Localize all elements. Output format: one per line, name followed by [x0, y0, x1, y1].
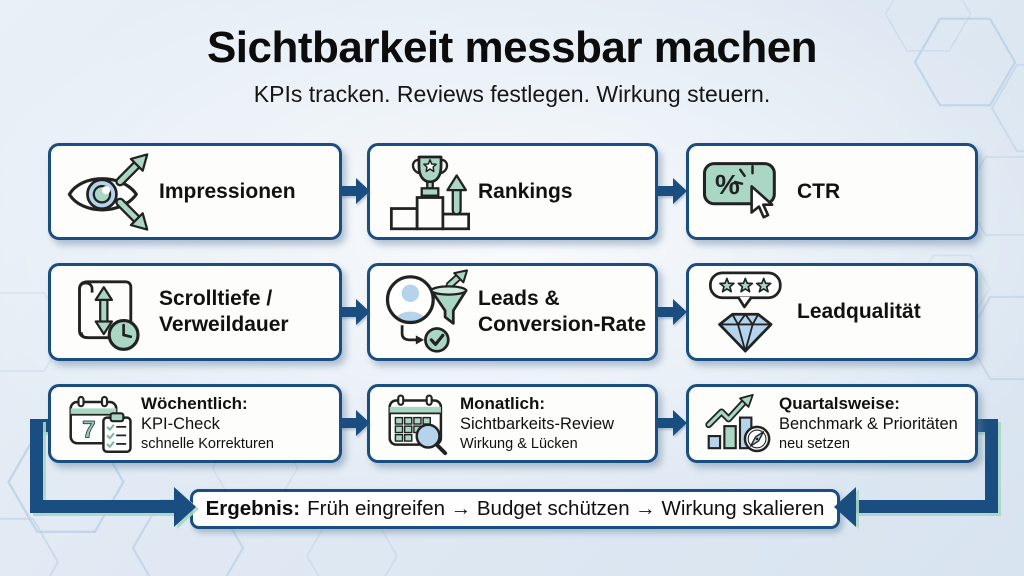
- kpi-box-leadqualitaet: Leadqualität: [686, 263, 978, 361]
- kpi-box-impressionen: Impressionen: [48, 143, 342, 240]
- result-entry-arrow-right-icon: [834, 487, 856, 527]
- flow-arrow-right-icon: [340, 178, 370, 204]
- svg-text:7: 7: [82, 416, 95, 443]
- kpi-label: Leadqualität: [797, 299, 921, 325]
- flow-arrow-right-icon: [657, 299, 687, 325]
- trophy-podium-icon: [382, 149, 478, 235]
- review-label: Wöchentlich: KPI-Check schnelle Korrektu…: [141, 393, 274, 454]
- kpi-label-line: Leads &: [478, 287, 560, 311]
- result-box: Ergebnis: Früh eingreifen → Budget schüt…: [190, 489, 840, 529]
- connector-left-vertical: [30, 419, 43, 513]
- result-text: Früh eingreifen → Budget schützen → Wirk…: [307, 497, 825, 520]
- calendar-magnifier-icon: [382, 392, 460, 456]
- kpi-label: Rankings: [478, 179, 573, 205]
- kpi-label: Scrolltiefe / Verweildauer: [159, 286, 289, 337]
- page-subtitle: KPIs tracken. Reviews festlegen. Wirkung…: [253, 81, 771, 108]
- ctr-click-icon: %: [701, 152, 797, 232]
- kpi-box-rankings: Rankings: [367, 143, 658, 240]
- kpi-label-line: Conversion-Rate: [478, 313, 647, 336]
- kpi-label-line: CTR: [797, 179, 841, 203]
- review-line: Benchmark & Prioritäten: [779, 415, 958, 434]
- review-heading: Wöchentlich:: [141, 394, 248, 414]
- review-line: schnelle Korrekturen: [141, 436, 274, 453]
- kpi-label-line: Impressionen: [159, 179, 296, 203]
- flow-arrow-right-icon: [657, 178, 687, 204]
- kpi-label: Impressionen: [159, 179, 296, 205]
- review-label: Monatlich: Sichtbarkeits-Review Wirkung …: [460, 393, 614, 454]
- connector-left-horizontal: [30, 500, 177, 513]
- chart-compass-icon: [701, 392, 779, 456]
- review-line: Sichtbarkeits-Review: [460, 415, 615, 434]
- connector-right-vertical: [985, 419, 998, 513]
- review-heading: Quartalsweise:: [779, 394, 900, 414]
- flow-arrow-right-icon: [657, 410, 687, 436]
- kpi-label-line: Rankings: [478, 179, 573, 203]
- flow-arrow-right-icon: [340, 299, 370, 325]
- calendar-week-icon: 7: [63, 392, 141, 456]
- kpi-box-ctr: % CTR: [686, 143, 978, 240]
- flow-arrow-right-icon: [340, 410, 370, 436]
- svg-text:%: %: [715, 169, 740, 200]
- kpi-box-scrolltiefe: Scrolltiefe / Verweildauer: [48, 263, 342, 361]
- scroll-clock-icon: [63, 268, 159, 356]
- review-label: Quartalsweise: Benchmark & Prioritäten n…: [779, 393, 958, 454]
- review-box-quartalsweise: Quartalsweise: Benchmark & Prioritäten n…: [686, 384, 978, 463]
- header: Sichtbarkeit messbar machen KPIs tracken…: [0, 23, 1024, 108]
- result-label: Ergebnis:: [205, 497, 301, 520]
- eye-arrows-icon: [63, 149, 159, 235]
- kpi-label: Leads & Conversion-Rate: [478, 286, 646, 337]
- kpi-label-line: Leadqualität: [797, 300, 921, 324]
- page-title: Sichtbarkeit messbar machen: [206, 23, 818, 72]
- kpi-label-line: Scrolltiefe /: [159, 287, 273, 311]
- result-entry-arrow-left-icon: [174, 487, 196, 527]
- review-box-monatlich: Monatlich: Sichtbarkeits-Review Wirkung …: [367, 384, 658, 463]
- review-box-woechentlich: 7 Wöchentlich: KPI-Check schnelle Korrek…: [48, 384, 342, 463]
- review-line: neu setzen: [779, 436, 850, 453]
- leads-funnel-icon: [382, 268, 478, 356]
- kpi-label-line: Verweildauer: [159, 313, 289, 336]
- review-line: Wirkung & Lücken: [460, 436, 578, 453]
- kpi-label: CTR: [797, 179, 840, 205]
- kpi-box-leads-conversion: Leads & Conversion-Rate: [367, 263, 658, 361]
- review-line: KPI-Check: [141, 415, 220, 434]
- diamond-stars-icon: [701, 268, 797, 356]
- review-heading: Monatlich:: [460, 394, 545, 414]
- connector-right-horizontal: [852, 500, 998, 513]
